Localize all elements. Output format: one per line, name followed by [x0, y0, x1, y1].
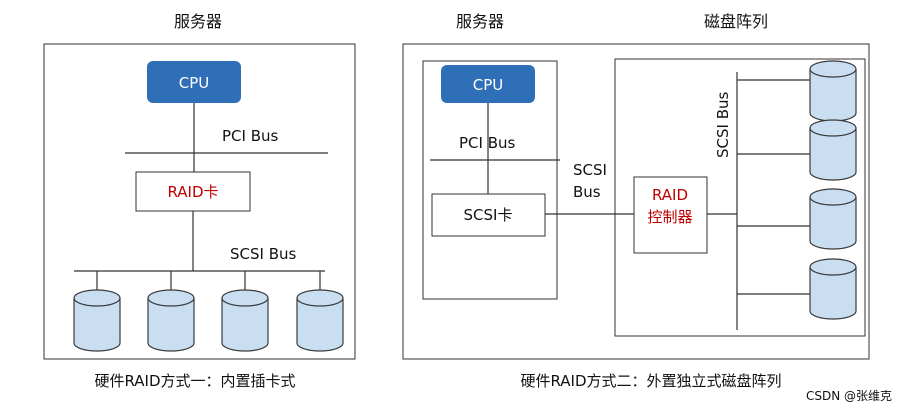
right-server-frame [422, 60, 558, 300]
right-scsi-bus-label-line1: SCSI [573, 161, 607, 179]
right-array-frame [614, 58, 866, 337]
disk-icon [809, 60, 857, 122]
right-raid-controller-label-line2: 控制器 [647, 208, 692, 226]
left-server-frame [43, 43, 356, 360]
disk-icon [73, 289, 121, 352]
left-scsi-bus-label: SCSI Bus [230, 245, 297, 263]
disk-icon [221, 289, 269, 352]
right-raid-controller-box [633, 176, 708, 254]
right-caption: 硬件RAID方式二：外置独立式磁盘阵列 [520, 372, 781, 390]
left-cpu-box [147, 61, 241, 103]
disk-icon [809, 188, 857, 250]
right-raid-controller-label-line1: RAID [652, 186, 688, 204]
left-caption: 硬件RAID方式一：内置插卡式 [94, 372, 295, 390]
left-pci-bus-label: PCI Bus [222, 127, 279, 145]
disk-icon [809, 258, 857, 320]
right-cpu-label: CPU [473, 76, 504, 94]
left-disk-group [73, 271, 344, 352]
right-scsi-bus-label-line2: Bus [573, 183, 601, 201]
right-scsi-card-label: SCSI卡 [464, 206, 513, 224]
right-pci-bus-label: PCI Bus [459, 134, 516, 152]
right-disk-group [737, 60, 857, 320]
left-cpu-label: CPU [179, 74, 210, 92]
right-cpu-box [441, 65, 535, 103]
watermark: CSDN @张维克 [806, 389, 892, 403]
right-server-title: 服务器 [456, 12, 504, 31]
disk-icon [809, 119, 857, 181]
left-server-title: 服务器 [174, 12, 222, 31]
right-array-title: 磁盘阵列 [704, 12, 768, 31]
right-scsi-card-box [431, 193, 546, 237]
left-raid-card-label: RAID卡 [167, 183, 218, 201]
disk-icon [147, 289, 195, 352]
disk-icon [296, 289, 344, 352]
right-outer-frame [402, 43, 870, 360]
left-raid-card-box [135, 171, 251, 212]
right-vertical-scsi-bus-label: SCSI Bus [714, 91, 732, 158]
